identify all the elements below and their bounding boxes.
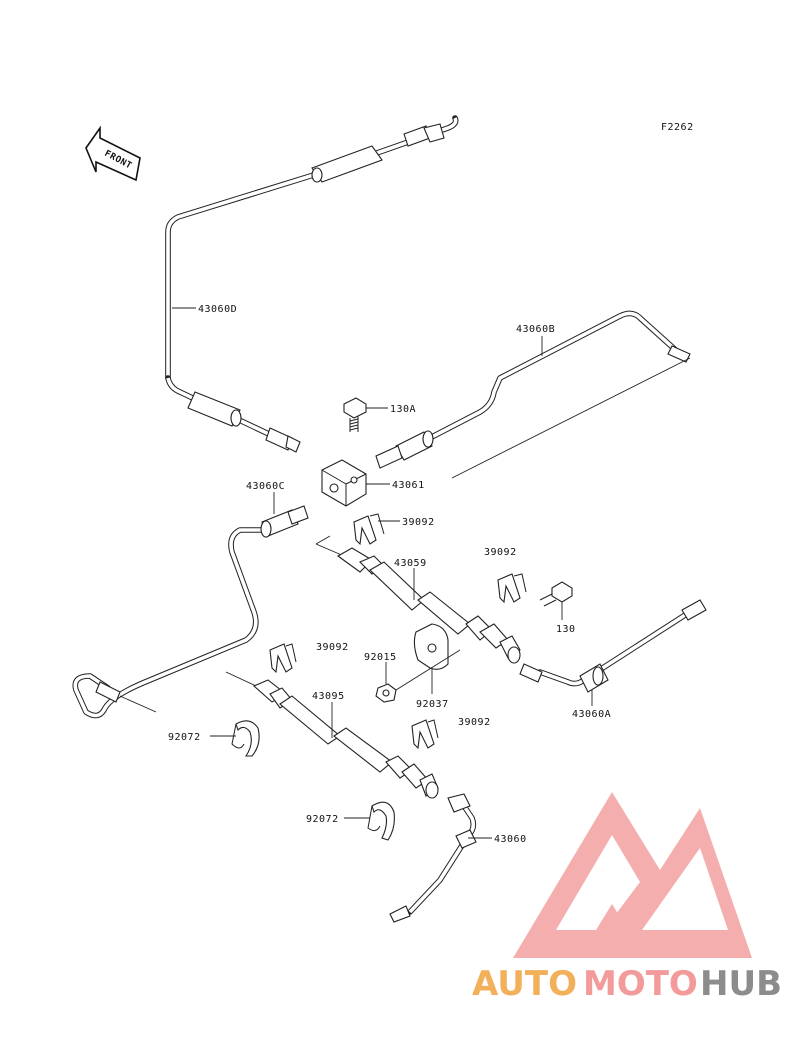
clamp-92072-lower [367, 801, 395, 841]
joint-43061 [321, 459, 367, 507]
label-43060A: 43060A [572, 709, 611, 720]
watermark-text: AUTO MOTO HUB [472, 964, 782, 1004]
front-arrow-icon: FRONT [85, 125, 141, 182]
label-43095: 43095 [312, 691, 345, 702]
clip-39092-left [269, 643, 297, 674]
clip-39092-right [497, 573, 527, 604]
leader-lines [172, 307, 593, 839]
brake-pipe-43060 [389, 793, 477, 923]
label-39092-lower: 39092 [458, 717, 491, 728]
label-43060D: 43060D [198, 304, 237, 315]
nut-92015 [375, 649, 461, 703]
label-43061: 43061 [392, 480, 425, 491]
bolt-130A [343, 397, 367, 432]
brake-pipe-43060D [165, 115, 459, 453]
label-130A: 130A [390, 404, 416, 415]
brake-hose-43059 [315, 535, 521, 664]
label-43060C: 43060C [246, 481, 285, 492]
label-43059: 43059 [394, 558, 427, 569]
watermark-auto: AUTO [472, 964, 577, 1004]
brake-hose-43095 [119, 671, 439, 799]
label-130: 130 [556, 624, 576, 635]
clip-39092-lower [411, 719, 439, 750]
label-39092-right: 39092 [484, 547, 517, 558]
label-92015: 92015 [364, 652, 397, 663]
label-43060: 43060 [494, 834, 527, 845]
watermark-moto: MOTO [583, 964, 698, 1004]
watermark-hub: HUB [700, 964, 782, 1004]
watermark-logo [513, 792, 752, 958]
label-92037: 92037 [416, 699, 449, 710]
clip-39092-upper [353, 513, 385, 546]
brake-pipe-43060B [375, 310, 691, 479]
figure-code: F2262 [661, 122, 694, 133]
bracket-92037 [413, 623, 449, 670]
clamp-92072-upper [231, 720, 260, 757]
label-43060B: 43060B [516, 324, 555, 335]
label-39092-left: 39092 [316, 642, 349, 653]
label-92072-upper: 92072 [168, 732, 201, 743]
callout-labels: 43060D 43060B 130A 43061 43060C 39092 43… [168, 304, 611, 845]
label-92072-lower: 92072 [306, 814, 339, 825]
brake-pipe-43060A [519, 599, 707, 693]
label-39092-upper: 39092 [402, 517, 435, 528]
bolt-130 [539, 581, 573, 607]
brake-pipe-43060C [72, 505, 309, 719]
